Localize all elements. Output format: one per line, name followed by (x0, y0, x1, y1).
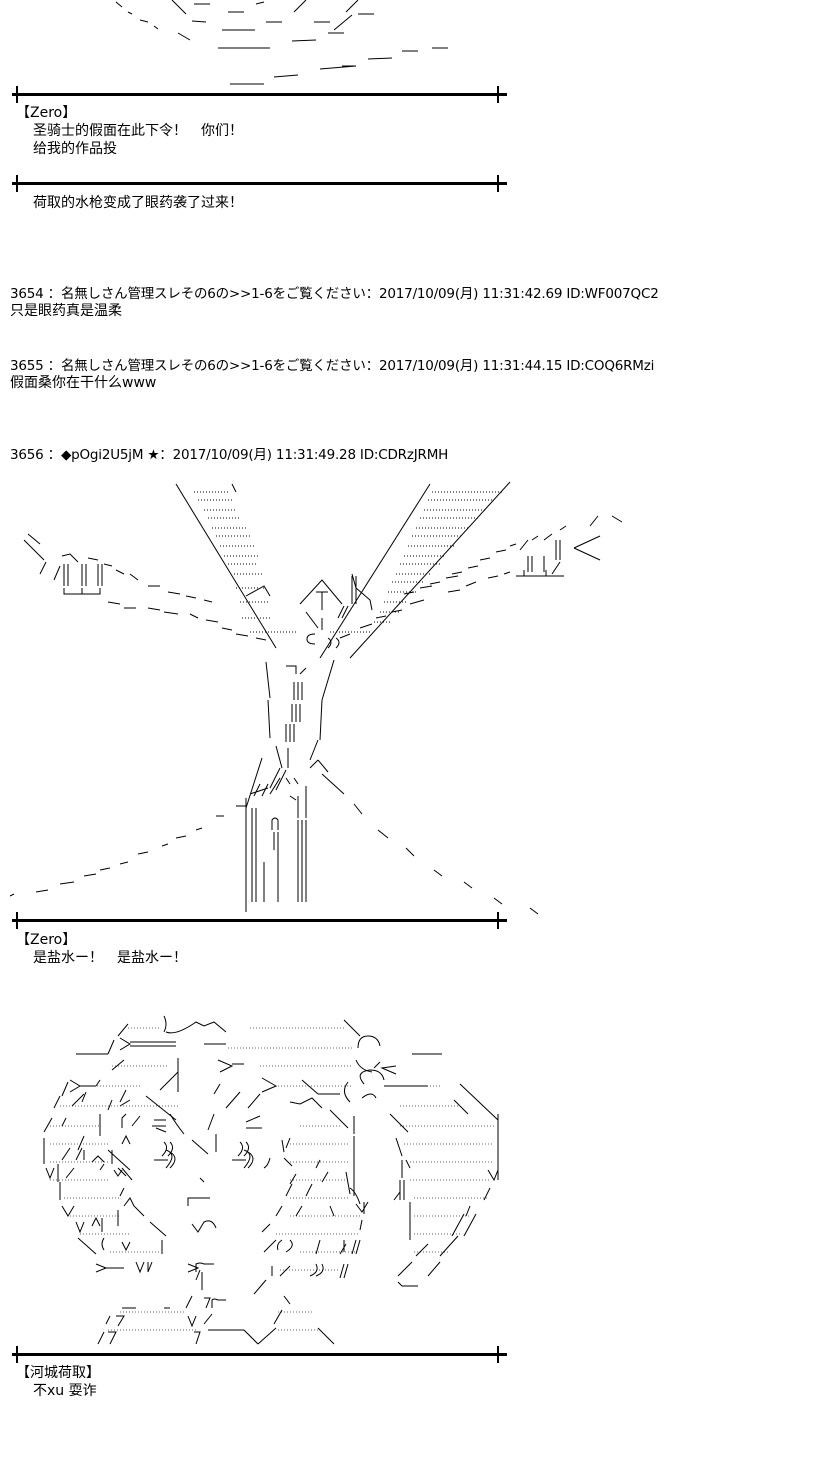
divider-2 (12, 175, 507, 192)
speaker-label: 【Zero】 (16, 105, 77, 121)
dialogue-line: 圣骑士的假面在此下令！ 你们！ (33, 123, 243, 139)
speaker-label: 【Zero】 (16, 932, 77, 948)
divider-1 (12, 86, 507, 103)
divider-4 (12, 1346, 507, 1363)
face-ascii-art (43, 1015, 499, 1345)
narration-line: 荷取的水枪变成了眼药袭了过来！ (33, 195, 243, 211)
post-header: 3656 ：◆pOgi2U5jM ★：2017/10/09(月) 11:31:4… (10, 447, 449, 463)
post-body: 假面桑你在干什么www (10, 375, 157, 391)
fountain-ascii-art (9, 481, 623, 915)
speaker-label: 【河城荷取】 (16, 1365, 100, 1381)
splash-ascii-art (115, 0, 448, 85)
divider-3 (12, 912, 507, 929)
post-header: 3655 ：名無しさん管理スレその6の>>1-6をご覧ください：2017/10/… (10, 358, 655, 374)
dialogue-line: 是盐水ー！ 是盐水ー！ (33, 950, 187, 966)
dialogue-line: 给我的作品投 (33, 141, 117, 157)
post-body: 只是眼药真是温柔 (10, 303, 122, 319)
dialogue-line: 不xu 耍诈 (33, 1383, 97, 1399)
post-header: 3654 ：名無しさん管理スレその6の>>1-6をご覧ください：2017/10/… (10, 286, 659, 302)
